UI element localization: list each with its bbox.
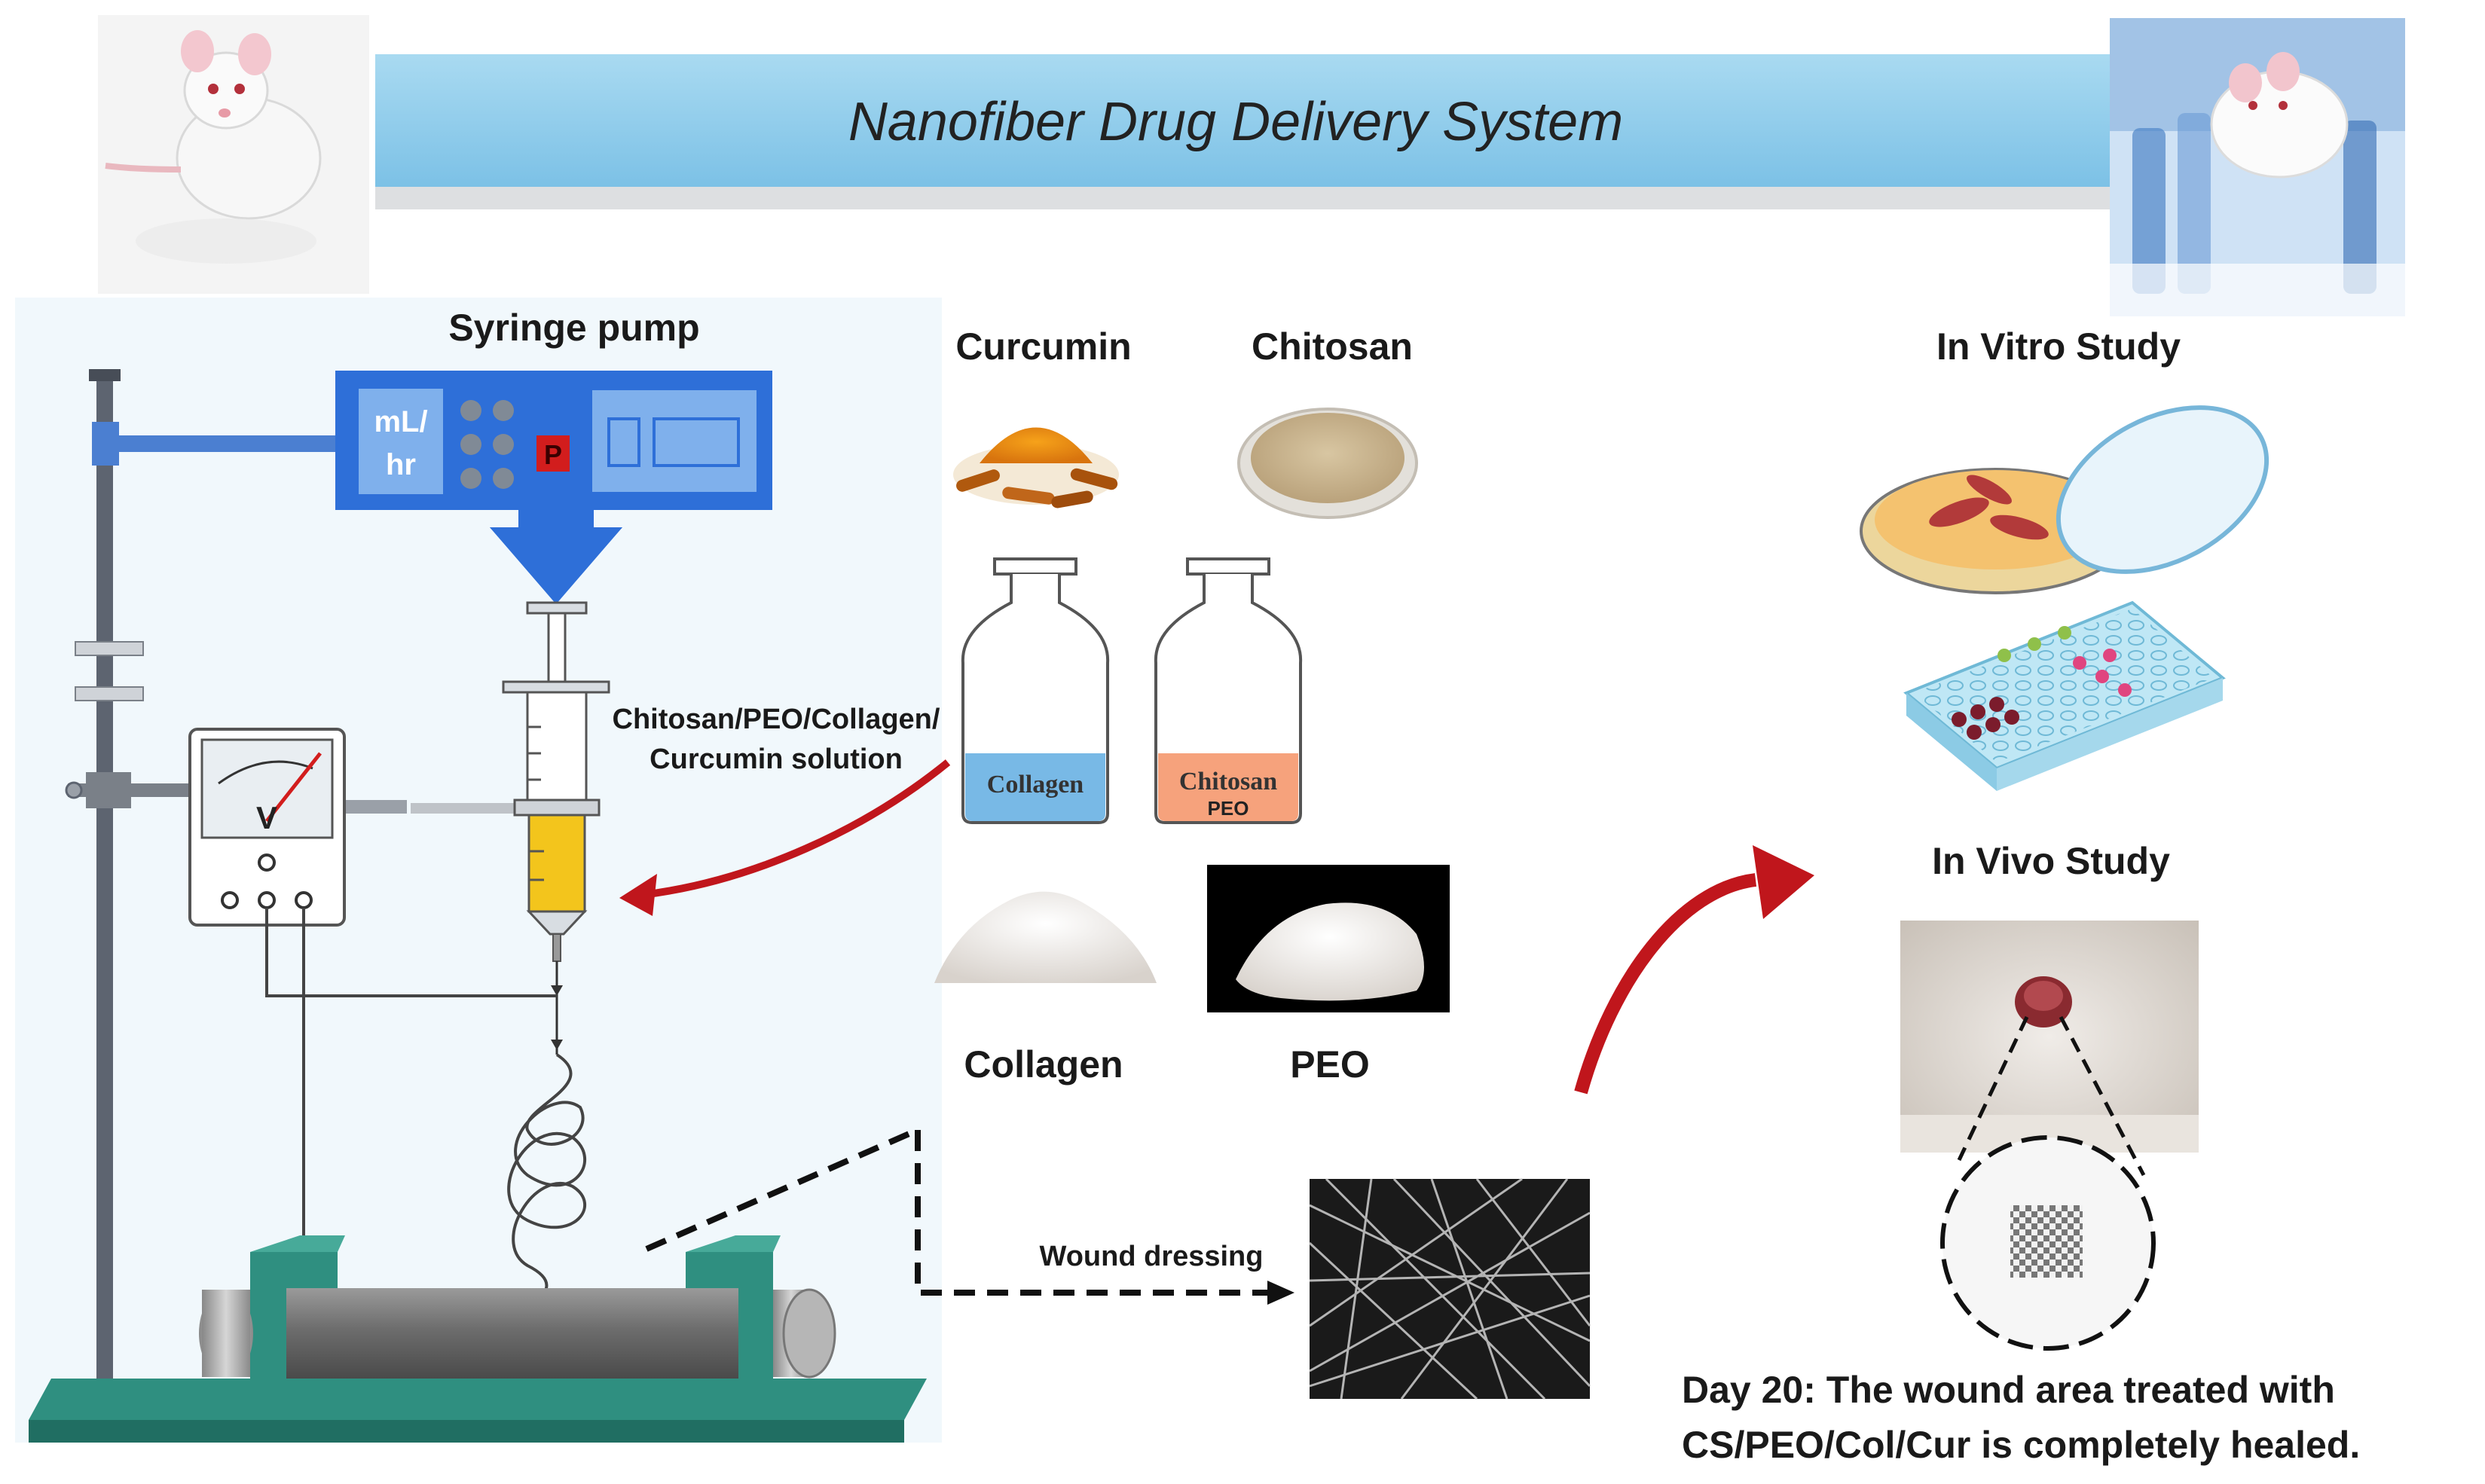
dressing-arrow-icon bbox=[1267, 1281, 1294, 1305]
syringe-pump: mL/ hr P bbox=[335, 371, 772, 604]
chitosan-powder-image bbox=[1237, 408, 1418, 519]
voltmeter-symbol: V bbox=[256, 800, 277, 835]
title-banner: Nanofiber Drug Delivery System bbox=[375, 54, 2214, 209]
solution-label-line1: Chitosan/PEO/Collagen/ bbox=[613, 704, 940, 735]
wound-dressing-label: Wound dressing bbox=[1040, 1241, 1264, 1272]
peo-bottle-label: PEO bbox=[1208, 797, 1249, 820]
study-flow-arrow bbox=[1574, 873, 1757, 1095]
peo-label: PEO bbox=[1290, 1043, 1370, 1086]
electrospinning-setup: mL/ hr P bbox=[15, 298, 942, 1443]
page-title: Nanofiber Drug Delivery System bbox=[848, 92, 1623, 152]
result-text-line1: Day 20: The wound area treated with bbox=[1682, 1369, 2335, 1411]
chitosan-bottle-label: Chitosan bbox=[1179, 768, 1277, 795]
wound-photo-image bbox=[1900, 921, 2199, 1153]
peo-powder-image bbox=[1207, 865, 1450, 1012]
solution-flow-arrowhead-icon bbox=[619, 874, 657, 916]
pump-unit-top: mL/ bbox=[374, 405, 427, 438]
pump-unit-bottom: hr bbox=[386, 448, 416, 481]
chitosan-label: Chitosan bbox=[1252, 325, 1413, 368]
curcumin-powder-image bbox=[953, 427, 1119, 508]
curcumin-label: Curcumin bbox=[955, 325, 1131, 368]
materials-panel: Curcumin Chitosan Collagen bbox=[934, 325, 1450, 1086]
in-vivo-label: In Vivo Study bbox=[1932, 840, 2170, 882]
syringe bbox=[502, 601, 610, 1055]
rat-image-left bbox=[98, 15, 369, 294]
nanofiber-sem-image bbox=[1308, 1177, 1591, 1400]
collagen-powder-image bbox=[934, 891, 1157, 983]
well-plate-image bbox=[1903, 600, 2226, 791]
solution-label-line2: Curcumin solution bbox=[650, 744, 903, 775]
chitosan-peo-bottle: Chitosan PEO bbox=[1154, 557, 1303, 824]
collagen-label: Collagen bbox=[964, 1043, 1123, 1086]
mouse-lab-image-right bbox=[2110, 18, 2405, 316]
studies-panel: In Vitro Study In Vivo St bbox=[1682, 325, 2360, 1466]
solution-reservoir bbox=[527, 814, 586, 913]
syringe-pump-label: Syringe pump bbox=[448, 307, 699, 349]
solution-flow-arrow bbox=[641, 759, 951, 899]
collagen-bottle-label: Collagen bbox=[987, 771, 1084, 798]
pump-down-arrow-icon bbox=[490, 510, 622, 604]
in-vitro-label: In Vitro Study bbox=[1936, 325, 2181, 368]
petri-dish-image bbox=[1860, 405, 2270, 594]
result-text-line2: CS/PEO/Col/Cur is completely healed. bbox=[1682, 1424, 2360, 1466]
wound-zoom-inset bbox=[1940, 1015, 2156, 1351]
study-flow-arrowhead-icon bbox=[1753, 845, 1814, 919]
wound-dressing-section: Wound dressing bbox=[645, 1127, 1591, 1400]
rotating-collector bbox=[29, 1235, 927, 1443]
pump-p-button: P bbox=[544, 439, 562, 470]
collagen-bottle: Collagen bbox=[961, 557, 1110, 824]
voltmeter: V bbox=[188, 728, 346, 927]
